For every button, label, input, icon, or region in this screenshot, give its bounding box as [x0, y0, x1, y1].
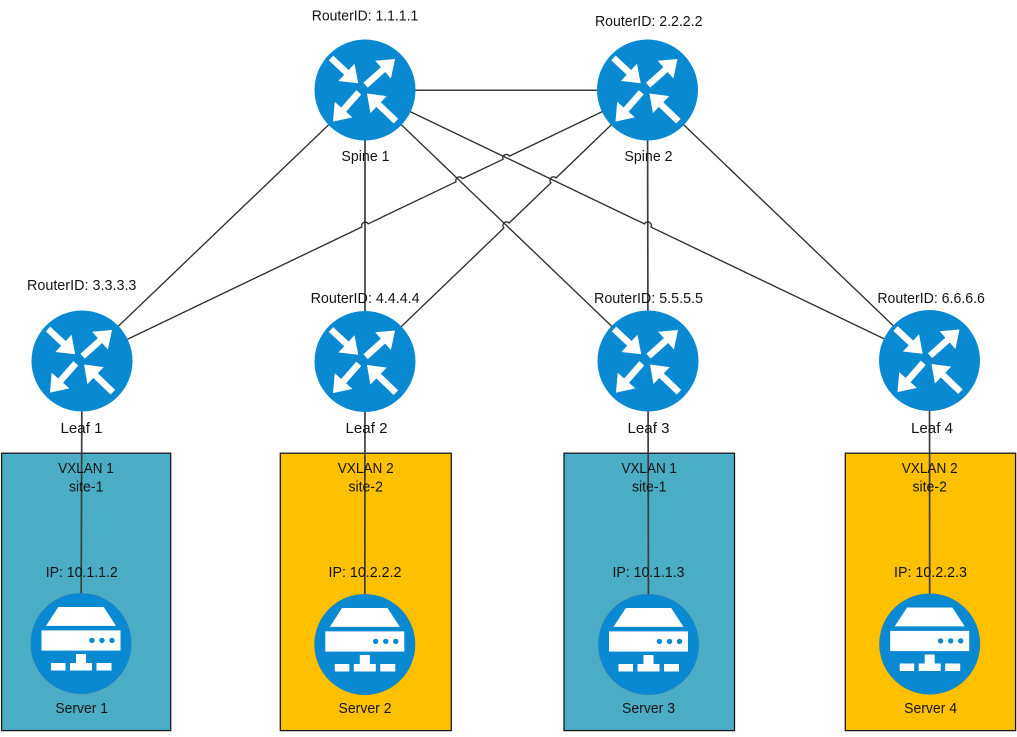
svg-text:VXLAN 1: VXLAN 1: [58, 460, 114, 477]
svg-text:Leaf 1: Leaf 1: [61, 420, 103, 437]
svg-text:IP: 10.2.2.3: IP: 10.2.2.3: [894, 564, 967, 581]
svg-text:RouterID: 5.5.5.5: RouterID: 5.5.5.5: [594, 290, 703, 307]
svg-text:Server 1: Server 1: [55, 700, 108, 717]
svg-text:VXLAN 2: VXLAN 2: [338, 460, 394, 477]
svg-text:IP: 10.1.1.3: IP: 10.1.1.3: [613, 564, 685, 581]
svg-text:Server 4: Server 4: [904, 700, 957, 717]
svg-text:site-2: site-2: [912, 479, 947, 496]
svg-text:Spine 1: Spine 1: [341, 148, 389, 165]
svg-text:Leaf 4: Leaf 4: [911, 420, 953, 437]
svg-text:site-1: site-1: [69, 479, 104, 496]
svg-text:site-1: site-1: [632, 479, 667, 496]
svg-text:Leaf 2: Leaf 2: [346, 420, 388, 437]
svg-text:VXLAN 2: VXLAN 2: [902, 460, 958, 477]
svg-text:RouterID: 3.3.3.3: RouterID: 3.3.3.3: [27, 277, 137, 294]
svg-text:VXLAN 1: VXLAN 1: [621, 460, 677, 477]
svg-text:IP: 10.1.1.2: IP: 10.1.1.2: [46, 564, 118, 581]
svg-text:IP: 10.2.2.2: IP: 10.2.2.2: [329, 564, 402, 581]
svg-text:Server 3: Server 3: [622, 700, 675, 717]
svg-text:site-2: site-2: [348, 479, 383, 496]
svg-text:RouterID: 4.4.4.4: RouterID: 4.4.4.4: [311, 290, 420, 307]
svg-text:RouterID: 1.1.1.1: RouterID: 1.1.1.1: [312, 8, 419, 25]
svg-text:RouterID: 2.2.2.2: RouterID: 2.2.2.2: [595, 13, 703, 30]
svg-text:RouterID: 6.6.6.6: RouterID: 6.6.6.6: [877, 290, 985, 307]
svg-text:Server 2: Server 2: [339, 700, 392, 717]
svg-text:Leaf 3: Leaf 3: [628, 420, 670, 437]
svg-text:Spine 2: Spine 2: [624, 148, 672, 165]
